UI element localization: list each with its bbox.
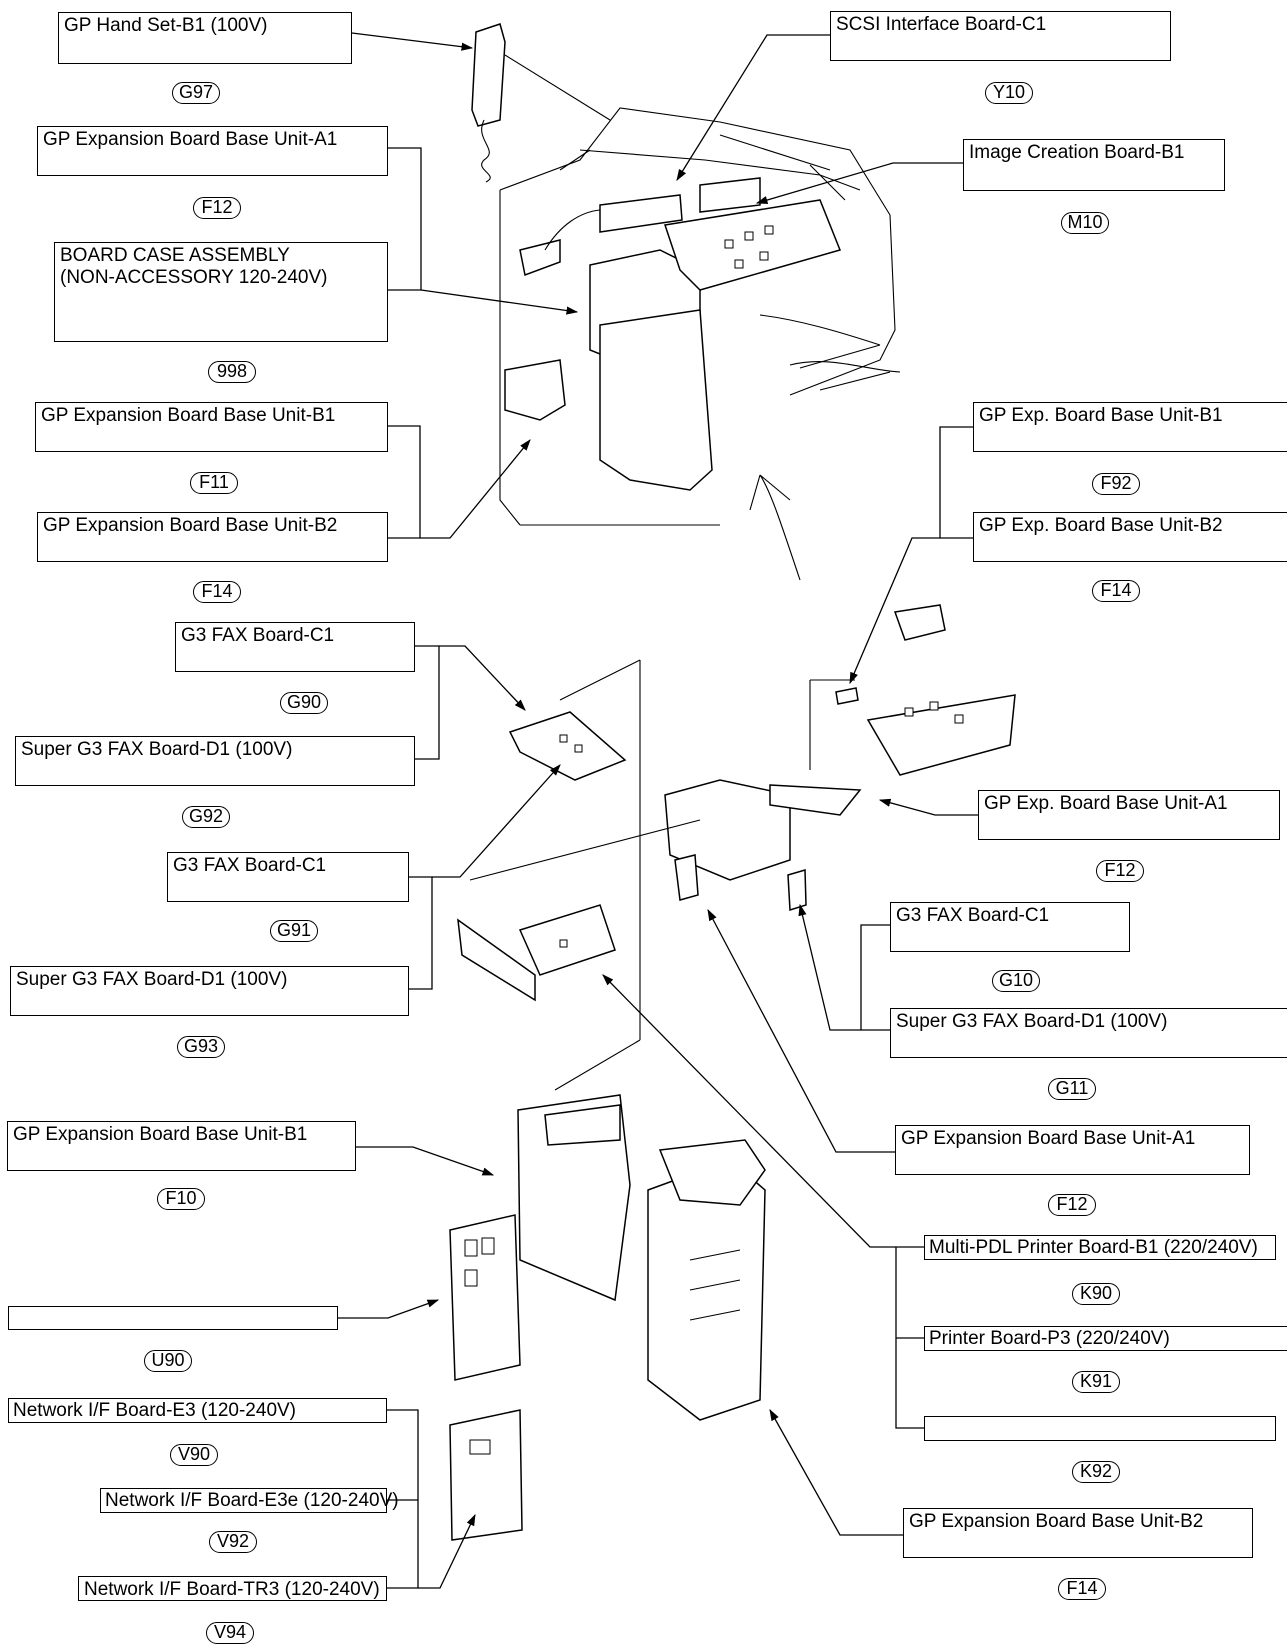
part-code: U90 xyxy=(144,1350,192,1372)
blank-label-box xyxy=(8,1306,338,1330)
multi-pdl-printer-label: Network I/F Board-E3 (120-240V) xyxy=(8,1398,387,1423)
part-code: M10 xyxy=(1061,212,1109,234)
handset-guide-line xyxy=(504,54,611,121)
g3-fax-c1-label: G3 FAX Board-C1 xyxy=(167,852,409,902)
gp-expansion-b2-label: GP Expansion Board Base Unit-B2 xyxy=(37,512,388,562)
part-code: K92 xyxy=(1072,1461,1120,1483)
image-creation-label: Image Creation Board-B1 xyxy=(963,139,1225,191)
network-if-e3-label: Multi-PDL Printer Board-B1 (220/240V) xyxy=(924,1235,1276,1260)
part-code: K90 xyxy=(1072,1283,1120,1305)
insertion-guide-arrow xyxy=(749,474,801,581)
fax-board-sketch xyxy=(457,711,627,1002)
part-code: F14 xyxy=(1092,580,1140,602)
part-code: G93 xyxy=(177,1036,225,1058)
gp-expansion-b1-label: GP Expansion Board Base Unit-B1 xyxy=(35,402,388,452)
g3-fax-c1-label: G3 FAX Board-C1 xyxy=(890,902,1130,952)
upper-board-case-sketch xyxy=(504,177,842,491)
lower-board-sketch xyxy=(449,1094,766,1541)
middle-guide-lines xyxy=(469,659,855,1091)
gp-exp-b2-label: GP Exp. Board Base Unit-B2 xyxy=(973,512,1287,562)
part-code: V94 xyxy=(206,1622,254,1644)
part-code: F14 xyxy=(193,581,241,603)
scsi-interface-label: SCSI Interface Board-C1 xyxy=(830,11,1171,61)
blank-label-box: Network I/F Board-TR3 (120-240V) xyxy=(78,1576,387,1601)
middle-board-case-sketch xyxy=(664,604,1016,912)
network-if-tr3-label xyxy=(924,1416,1276,1441)
gp-exp-a1-label: GP Exp. Board Base Unit-A1 xyxy=(978,790,1280,840)
part-code: G97 xyxy=(172,82,220,104)
gp-expansion-b1-label: GP Expansion Board Base Unit-B1 xyxy=(7,1121,356,1171)
part-code: G10 xyxy=(992,970,1040,992)
part-code: F12 xyxy=(193,197,241,219)
super-g3-fax-d1-label: Super G3 FAX Board-D1 (100V) xyxy=(10,966,409,1016)
gp-expansion-a1-label: GP Expansion Board Base Unit-A1 xyxy=(895,1125,1250,1175)
leader-lines xyxy=(338,32,978,1589)
part-code: G91 xyxy=(270,920,318,942)
part-code: F14 xyxy=(1058,1578,1106,1600)
gp-exp-b1-label: GP Exp. Board Base Unit-B1 xyxy=(973,402,1287,452)
part-code: G90 xyxy=(280,692,328,714)
part-code: V90 xyxy=(170,1444,218,1466)
part-code: K91 xyxy=(1072,1371,1120,1393)
part-code: Y10 xyxy=(985,82,1033,104)
gp-expansion-b2-label: GP Expansion Board Base Unit-B2 xyxy=(903,1508,1253,1558)
part-code: F92 xyxy=(1092,473,1140,495)
handset-sketch xyxy=(471,23,506,183)
part-code: 998 xyxy=(208,361,256,383)
part-code: F12 xyxy=(1048,1194,1096,1216)
g3-fax-c1-label: G3 FAX Board-C1 xyxy=(175,622,415,672)
super-g3-fax-d1-label: Super G3 FAX Board-D1 (100V) xyxy=(890,1008,1287,1058)
board-case-assembly-label: BOARD CASE ASSEMBLY (NON-ACCESSORY 120-2… xyxy=(54,242,388,342)
part-code: G92 xyxy=(182,806,230,828)
copier-body-outline xyxy=(499,107,901,526)
handset-label: GP Hand Set-B1 (100V) xyxy=(58,12,352,64)
part-code: G11 xyxy=(1048,1078,1096,1100)
super-g3-fax-d1-label: Super G3 FAX Board-D1 (100V) xyxy=(15,736,415,786)
part-code: F10 xyxy=(157,1188,205,1210)
gp-expansion-a1-label: GP Expansion Board Base Unit-A1 xyxy=(37,126,388,176)
network-if-e3e-label: Printer Board-P3 (220/240V) xyxy=(924,1326,1287,1351)
part-code: F11 xyxy=(190,472,238,494)
part-code: F12 xyxy=(1096,860,1144,882)
part-code: V92 xyxy=(209,1531,257,1553)
printer-board-p3-label: Network I/F Board-E3e (120-240V) xyxy=(100,1488,399,1513)
